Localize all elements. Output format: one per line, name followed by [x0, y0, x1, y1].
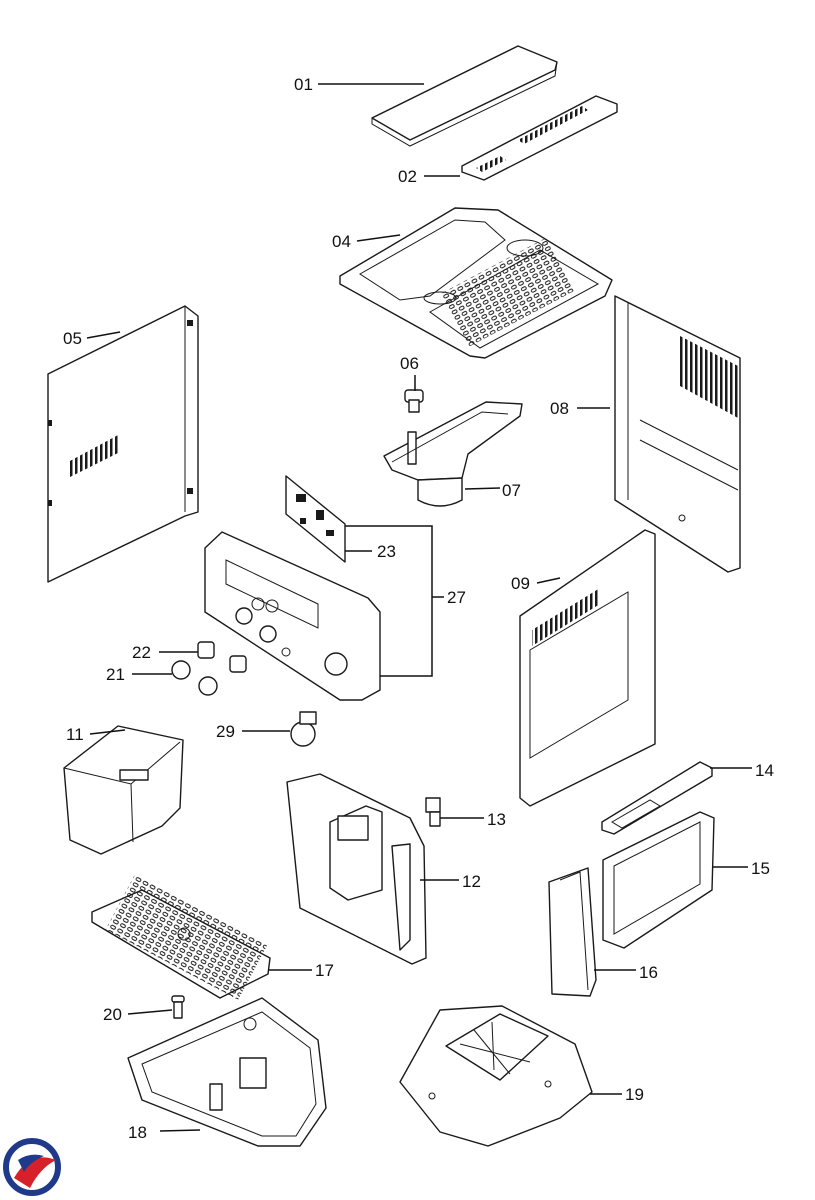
label-09: 09	[511, 574, 530, 593]
label-22: 22	[132, 643, 151, 662]
label-27: 27	[447, 588, 466, 607]
leader-lines	[86, 83, 752, 1132]
part-17-drip-grate	[91, 874, 271, 1000]
part-01-top-cover	[371, 45, 558, 147]
label-04: 04	[332, 232, 351, 251]
label-23: 23	[377, 542, 396, 561]
part-12-front-housing	[286, 773, 427, 965]
part-11-water-tank	[63, 725, 184, 855]
part-04-top-frame	[339, 207, 613, 359]
part-13-latch	[425, 797, 441, 827]
part-07-container	[383, 401, 523, 507]
part-05-left-side-panel	[47, 305, 199, 583]
label-18: 18	[128, 1123, 147, 1142]
part-08-right-side-panel	[614, 295, 741, 573]
part-number-labels: 01 02 04 05 06 07 08 09 11 12 13 14 15 1…	[63, 75, 774, 1142]
logo-swoosh-blue	[18, 1154, 44, 1172]
part-15-drawer	[602, 811, 715, 949]
label-07: 07	[502, 481, 521, 500]
label-02: 02	[398, 167, 417, 186]
part-18-drip-tray	[127, 997, 327, 1147]
label-17: 17	[315, 961, 334, 980]
label-19: 19	[625, 1085, 644, 1104]
part-16-side-door	[548, 867, 597, 997]
part-29-component	[290, 711, 317, 747]
part-09-front-frame	[519, 529, 656, 807]
logo-ring-blue	[3, 1138, 61, 1196]
label-15: 15	[751, 859, 770, 878]
part-21-knob	[171, 660, 218, 696]
label-01: 01	[294, 75, 313, 94]
part-06-pivot-knob	[404, 389, 424, 413]
label-21: 21	[106, 665, 125, 684]
part-27-control-panel	[204, 531, 381, 701]
part-14-handle-bar	[601, 761, 713, 835]
part-20-screw	[171, 995, 185, 1019]
label-14: 14	[755, 761, 774, 780]
brand-logo	[3, 1138, 61, 1196]
part-02-grille-strip	[461, 95, 618, 181]
label-06: 06	[400, 354, 419, 373]
part-23-circuit-board	[285, 475, 346, 563]
label-29: 29	[216, 722, 235, 741]
label-05: 05	[63, 329, 82, 348]
label-20: 20	[103, 1005, 122, 1024]
label-16: 16	[639, 963, 658, 982]
label-12: 12	[462, 872, 481, 891]
label-08: 08	[550, 399, 569, 418]
label-13: 13	[487, 810, 506, 829]
part-22-knob-small	[197, 641, 247, 673]
part-19-base-plate	[399, 1005, 593, 1147]
label-11: 11	[66, 725, 84, 744]
